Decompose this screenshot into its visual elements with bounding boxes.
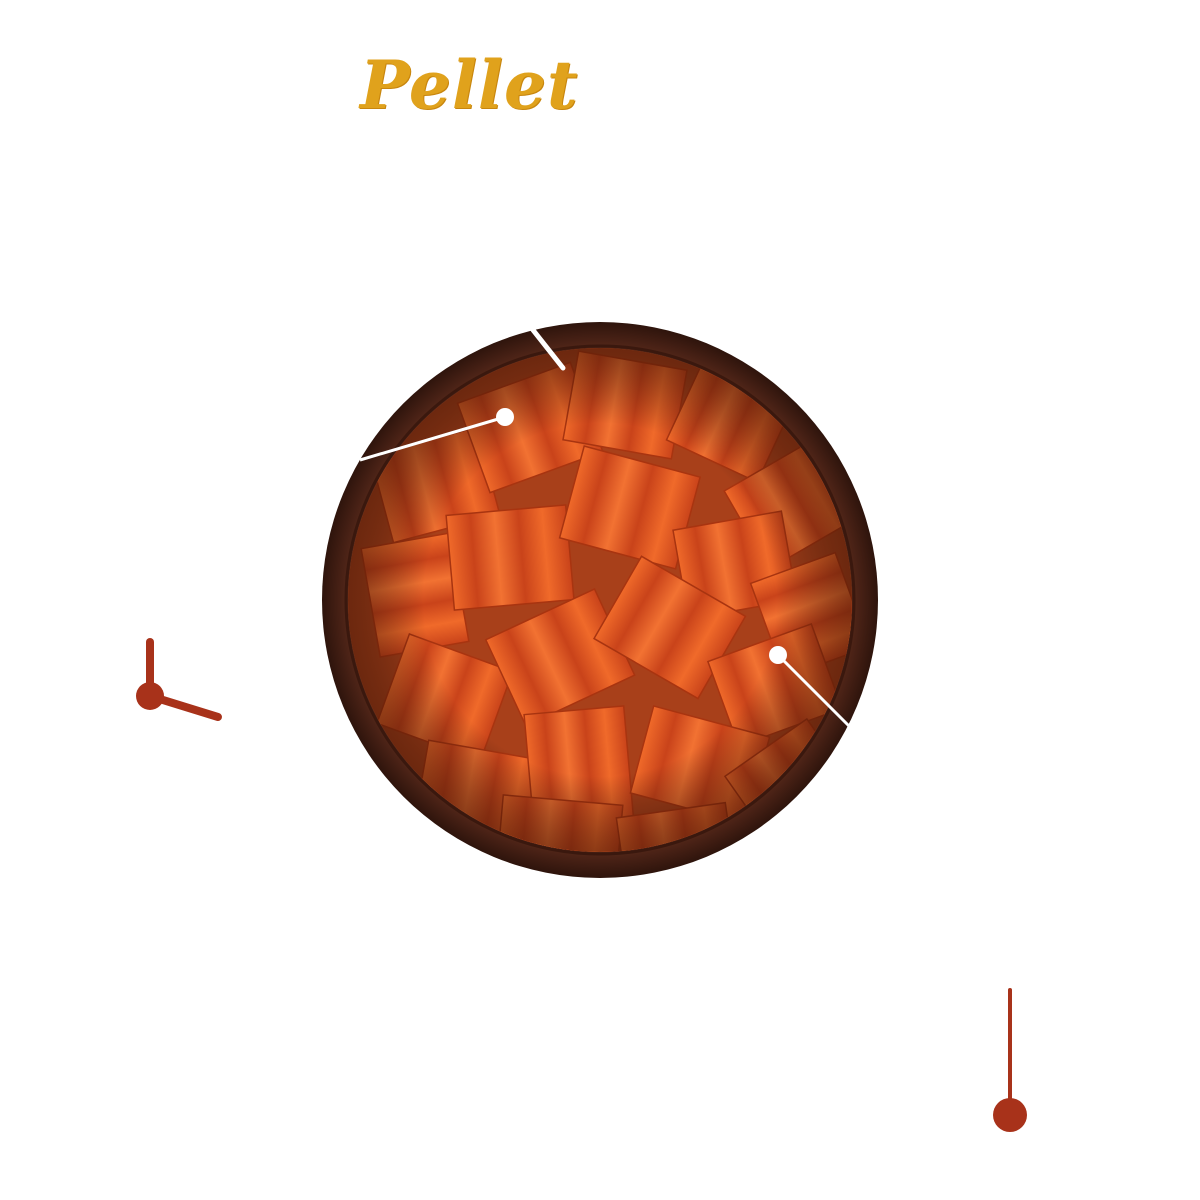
pellet-pile [348,348,852,852]
bowl-image [320,320,880,880]
clock-hands-icon [136,638,222,721]
page-title: Pellet [360,46,579,124]
pointer-dot-lower-right [769,646,787,664]
pointer-line-top [530,327,566,371]
bowl-illustration [322,322,878,878]
pin-icon [993,988,1027,1132]
pointer-line-lower-right [776,653,852,729]
pointer-line-upper-left [359,415,506,462]
pointer-dot-upper-left [496,408,514,426]
